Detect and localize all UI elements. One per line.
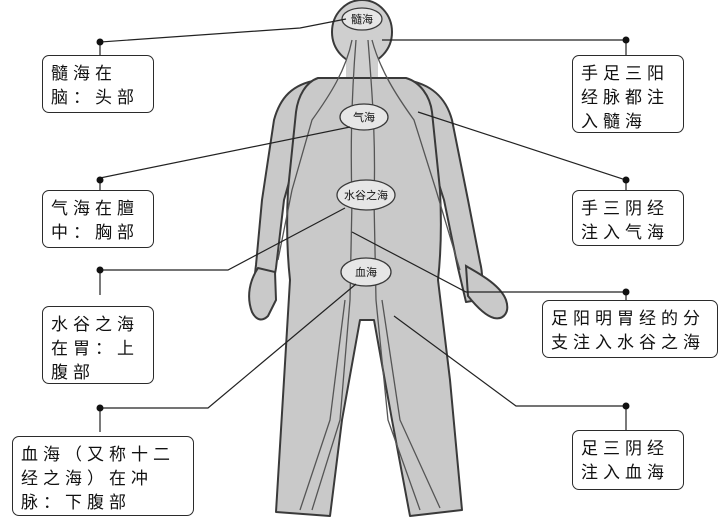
marrow-sea-label: 髓海 xyxy=(351,13,373,26)
blood-right-leader xyxy=(393,315,627,430)
note-grain-location: 水谷之海在胃：上腹部 xyxy=(42,306,154,384)
grain-left-leader xyxy=(99,207,346,295)
marrow-left-dot xyxy=(96,38,104,46)
marrow-right-dot xyxy=(622,36,630,44)
note-qi-location: 气海在膻中：胸部 xyxy=(42,190,154,248)
note-marrow-inflow: 手足三阳经脉都注入髓海 xyxy=(572,55,684,133)
torso-legs-shape xyxy=(275,77,463,517)
grain-right-dot xyxy=(622,288,630,296)
qi-sea-oval xyxy=(339,103,389,131)
grain-sea-label: 水谷之海 xyxy=(344,189,388,202)
note-blood-inflow: 足三阴经注入血海 xyxy=(572,430,684,490)
blood-left-leader xyxy=(99,283,357,432)
note-grain-inflow: 足阳明胃经的分支注入水谷之海 xyxy=(542,300,718,358)
blood-sea-oval xyxy=(340,257,392,287)
marrow-right-leader xyxy=(382,39,627,55)
marrow-left-leader xyxy=(99,18,347,55)
note-marrow-location: 髓海在脑：头部 xyxy=(42,55,154,113)
qi-sea-label: 气海 xyxy=(353,111,375,124)
blood-right-dot xyxy=(622,402,630,410)
marrow-sea-oval xyxy=(341,7,383,31)
blood-sea-label: 血海 xyxy=(355,266,377,279)
note-blood-location: 血海（又称十二经之海）在冲脉：下腹部 xyxy=(12,436,194,516)
note-qi-inflow: 手三阴经注入气海 xyxy=(572,190,684,246)
blood-left-dot xyxy=(96,404,104,412)
qi-left-leader xyxy=(99,126,351,190)
qi-right-dot xyxy=(622,176,630,184)
grain-right-leader xyxy=(351,231,627,300)
grain-left-dot xyxy=(96,266,104,274)
grain-sea-oval xyxy=(336,179,396,211)
left-hand-shape xyxy=(248,266,278,321)
qi-left-dot xyxy=(96,176,104,184)
